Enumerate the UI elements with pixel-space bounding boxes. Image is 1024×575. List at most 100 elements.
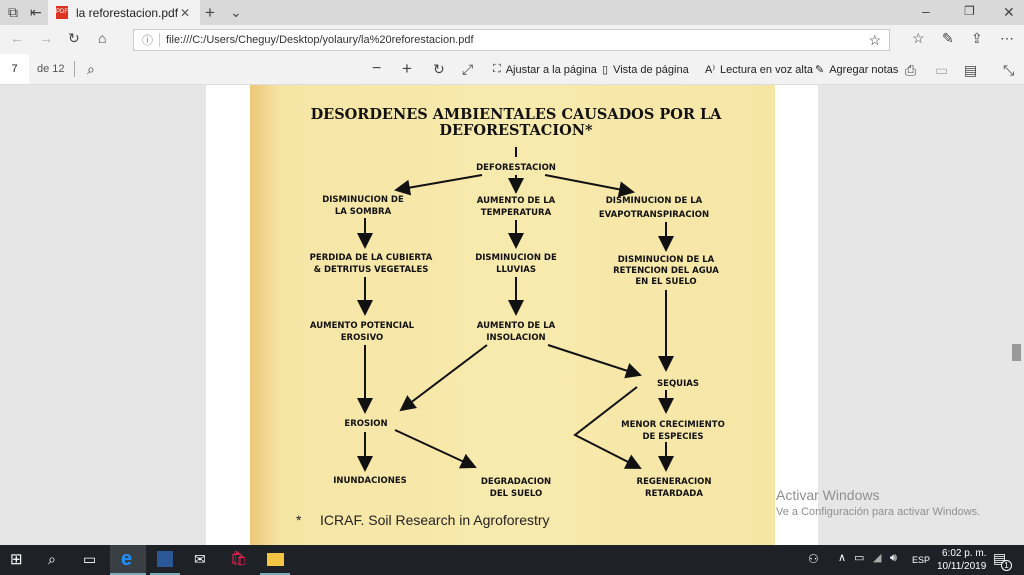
battery-icon[interactable]: ▭ xyxy=(854,552,865,564)
arrow xyxy=(544,174,635,198)
node-sequias: SEQUIAS xyxy=(657,379,699,389)
page-view-label: Vista de página xyxy=(613,63,689,76)
task-view-icon[interactable]: ▭ xyxy=(83,551,97,567)
pin-toolbar-icon[interactable]: ⤡ xyxy=(1003,62,1015,78)
restore-icon[interactable]: ❐ xyxy=(964,4,975,18)
more-icon[interactable]: ⋯ xyxy=(1000,30,1014,46)
tab-title: la reforestacion.pdf xyxy=(76,5,179,20)
taskbar: ⊞ ⌕ ▭ e ✉ 🛍 ⚇ ∧ ▭ ◢ 🔊︎ ESP 6:02 p. m. 10… xyxy=(0,545,1024,575)
page-view-button[interactable]: ▯Vista de página xyxy=(602,63,689,77)
node-crecimiento-1: MENOR CRECIMIENTO xyxy=(621,420,725,430)
node-cubierta-1: PERDIDA DE LA CUBIERTA xyxy=(310,253,433,263)
node-sombra-2: LA SOMBRA xyxy=(335,207,392,217)
arrow xyxy=(399,344,488,412)
favorites-icon[interactable]: ☆ xyxy=(912,30,925,46)
wifi-icon[interactable]: ◢ xyxy=(873,552,882,564)
add-notes-button[interactable]: ✎ Agregar notas xyxy=(815,63,899,77)
close-window-icon[interactable]: ✕ xyxy=(1003,4,1015,20)
node-evapo-2: EVAPOTRANSPIRACION xyxy=(599,210,709,220)
share-icon[interactable]: ⇪ xyxy=(971,30,983,46)
refresh-icon[interactable]: ↻ xyxy=(68,30,80,46)
chevron-up-icon[interactable]: ∧ xyxy=(838,552,847,564)
node-erosion: EROSION xyxy=(344,419,387,429)
page-number-input[interactable]: 7 xyxy=(0,54,29,84)
fit-page-icon: ⛶ xyxy=(493,63,501,75)
save-as-icon[interactable]: ▤ xyxy=(964,62,978,78)
people-icon[interactable]: ⚇ xyxy=(808,552,819,566)
pdf-toolbar: 7 de 12 ⌕ − + ↻ ⤢ xyxy=(0,54,1024,85)
node-retencion-2: RETENCION DEL AGUA xyxy=(613,266,719,276)
mail-icon[interactable]: ✉ xyxy=(194,551,206,567)
node-crecimiento-2: DE ESPECIES xyxy=(642,432,703,442)
set-aside-tabs-icon[interactable]: ⇤ xyxy=(30,4,42,20)
pen-icon: ✎ xyxy=(815,64,825,76)
print-icon[interactable]: ⎙ xyxy=(905,62,917,78)
node-temp-2: TEMPERATURA xyxy=(481,208,552,218)
node-regeneracion-1: REGENERACION xyxy=(637,477,712,487)
close-tab-icon[interactable]: ✕ xyxy=(179,5,190,20)
info-icon: ⓘ xyxy=(142,35,153,47)
node-sombra-1: DISMINUCION DE xyxy=(322,195,404,205)
arrow xyxy=(394,174,483,196)
flow-diagram: DESORDENES AMBIENTALES CAUSADOS POR LA D… xyxy=(296,106,725,528)
volume-icon[interactable]: 🔊︎ xyxy=(890,552,897,564)
file-explorer-button[interactable] xyxy=(260,545,290,575)
tab-bar: ⧉ ⇤ PDF la reforestacion.pdf ✕ + ⌄ – ❐ ✕ xyxy=(0,0,1024,25)
node-insolacion-1: AUMENTO DE LA xyxy=(477,321,556,331)
scrollbar-thumb[interactable] xyxy=(1012,344,1021,361)
tab-manager-icon[interactable]: ⧉ xyxy=(8,4,18,20)
notes-icon[interactable]: ✎ xyxy=(942,30,954,46)
minimize-icon[interactable]: – xyxy=(922,3,930,19)
read-aloud-label: Lectura en voz alta xyxy=(720,63,813,76)
activation-watermark-title: Activar Windows xyxy=(776,487,880,503)
arrow xyxy=(547,344,642,379)
fit-page-button[interactable]: ⛶ Ajustar a la página xyxy=(493,63,597,76)
store-icon[interactable]: 🛍 xyxy=(230,550,248,566)
diagram-nodes: DEFORESTACION DISMINUCION DE LA SOMBRA A… xyxy=(310,163,725,499)
folder-icon xyxy=(267,553,284,566)
forward-icon[interactable]: → xyxy=(39,30,53,46)
node-temp-1: AUMENTO DE LA xyxy=(477,196,556,206)
arrow xyxy=(394,429,477,469)
node-deforestacion: DEFORESTACION xyxy=(476,163,556,173)
document-app-icon xyxy=(157,551,173,567)
node-lluvias-2: LLUVIAS xyxy=(496,265,536,275)
windows-start-icon[interactable]: ⊞ xyxy=(10,551,23,568)
word-taskbar-button[interactable] xyxy=(150,545,180,575)
diagram-arrows xyxy=(357,147,674,472)
rotate-icon[interactable]: ↻ xyxy=(433,61,445,77)
node-erosivo-2: EROSIVO xyxy=(341,333,384,343)
clock-date[interactable]: 10/11/2019 xyxy=(937,561,987,572)
read-aloud-icon: A⁾ xyxy=(705,64,716,76)
back-icon[interactable]: ← xyxy=(10,30,24,46)
arrow xyxy=(573,386,642,469)
edge-taskbar-button[interactable]: e xyxy=(110,545,146,575)
tab-pdf[interactable]: PDF la reforestacion.pdf ✕ xyxy=(48,0,200,25)
read-aloud-button[interactable]: A⁾ Lectura en voz alta xyxy=(705,63,813,77)
favorite-star-icon[interactable]: ☆ xyxy=(868,31,881,48)
search-icon[interactable]: ⌕ xyxy=(48,551,56,567)
node-regeneracion-2: RETARDADA xyxy=(645,489,703,499)
fit-page-label: Ajustar a la página xyxy=(505,63,597,76)
node-degradacion-2: DEL SUELO xyxy=(490,489,542,499)
chevron-down-icon[interactable]: ⌄ xyxy=(230,4,242,20)
address-bar[interactable]: ⓘ file:///C:/Users/Cheguy/Desktop/yolaur… xyxy=(133,29,890,51)
add-notes-label: Agregar notas xyxy=(829,63,899,76)
diagram-title-1: DESORDENES AMBIENTALES CAUSADOS POR LA xyxy=(311,106,723,123)
url-text: file:///C:/Users/Cheguy/Desktop/yolaury/… xyxy=(166,34,474,46)
search-icon[interactable]: ⌕ xyxy=(87,61,95,77)
home-icon[interactable]: ⌂ xyxy=(98,30,107,46)
save-icon[interactable]: ▭ xyxy=(935,62,949,78)
pdf-icon: PDF xyxy=(56,6,68,19)
fullscreen-icon[interactable]: ⤢ xyxy=(462,61,474,77)
clock-time[interactable]: 6:02 p. m. xyxy=(942,548,987,559)
activation-watermark-text: Ve a Configuración para activar Windows. xyxy=(776,506,981,518)
zoom-out-icon[interactable]: − xyxy=(372,60,382,77)
node-retencion-3: EN EL SUELO xyxy=(635,277,696,287)
page-total: de 12 xyxy=(37,63,65,75)
diagram-title-2: DEFORESTACION* xyxy=(439,122,593,139)
footnote-mark: * xyxy=(296,512,302,528)
zoom-in-icon[interactable]: + xyxy=(402,59,412,78)
language-indicator[interactable]: ESP xyxy=(912,555,931,565)
new-tab-icon[interactable]: + xyxy=(205,3,215,22)
